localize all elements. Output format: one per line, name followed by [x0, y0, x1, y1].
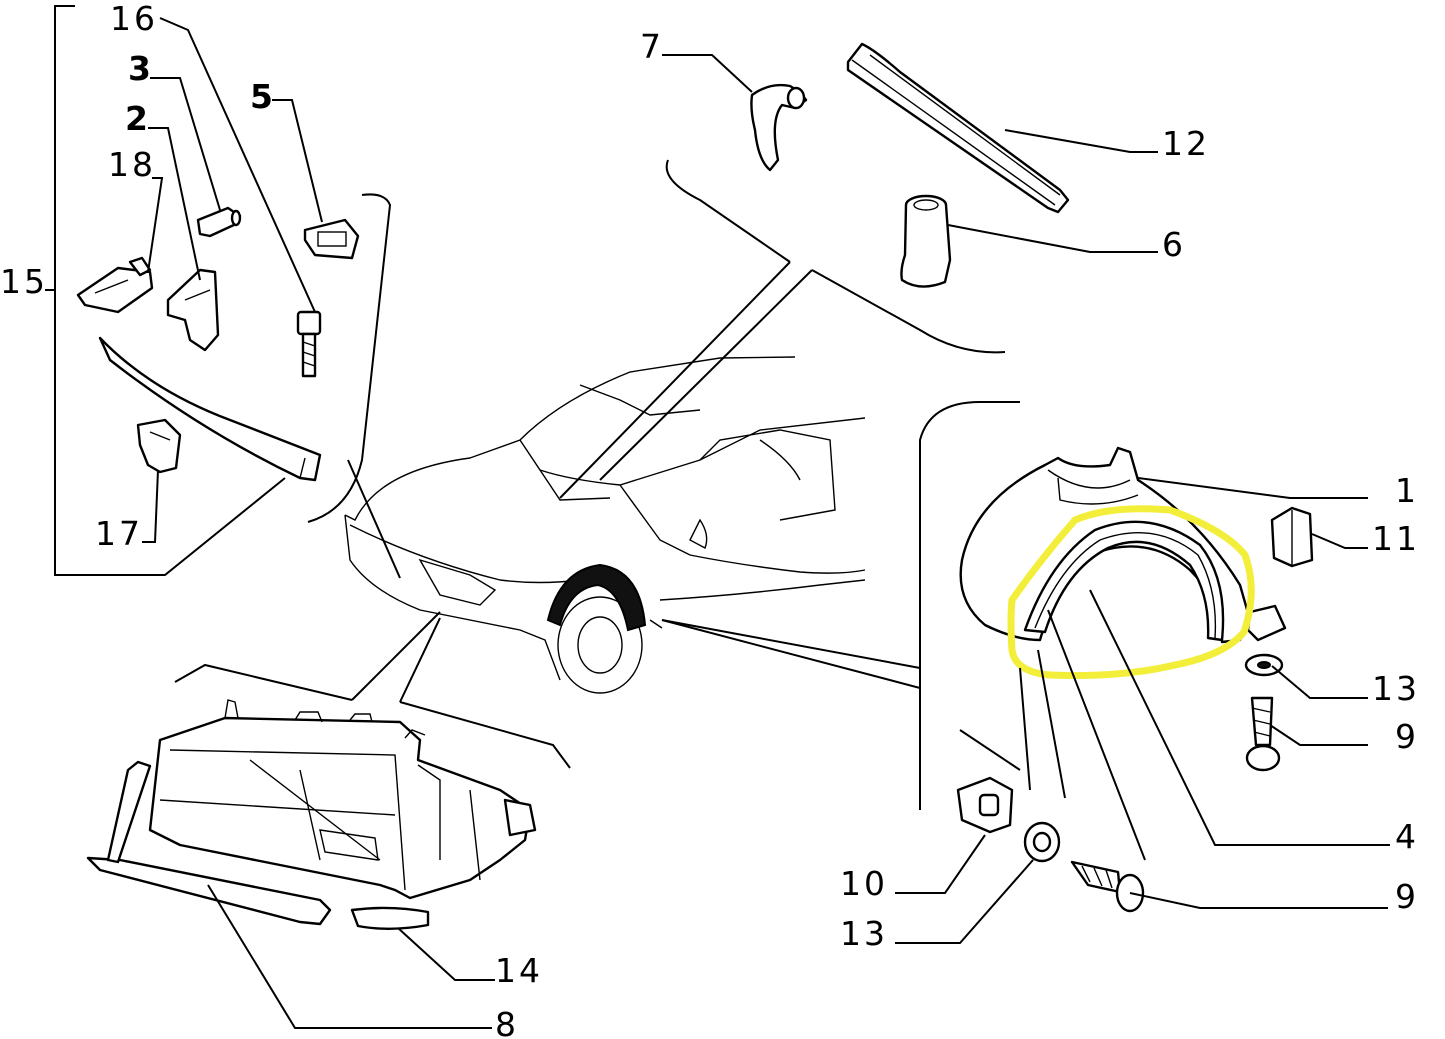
leaders-right	[895, 477, 1390, 944]
callout-14: 14	[495, 951, 543, 990]
part-11-nut	[1270, 506, 1314, 568]
callout-3: 3	[128, 49, 154, 88]
part-2-bracket	[166, 268, 220, 352]
callout-15: 15	[0, 262, 48, 301]
part-3-bolt	[196, 206, 242, 238]
callout-10: 10	[840, 864, 888, 903]
callout-9-lower: 9	[1395, 877, 1419, 916]
callout-13-right: 13	[1372, 669, 1420, 708]
callout-4: 4	[1395, 817, 1419, 856]
part-15-trim-strip	[98, 336, 322, 482]
callout-5: 5	[250, 77, 276, 116]
headlamp-group-bracket	[174, 663, 571, 769]
part-10-clip	[956, 776, 1014, 834]
part-4-arch-trim	[1023, 520, 1225, 642]
leaders-left-group	[142, 17, 392, 543]
part-14-cap	[350, 906, 430, 930]
callout-8: 8	[495, 1005, 519, 1039]
callout-11: 11	[1372, 519, 1420, 558]
highlight-outline	[1007, 505, 1255, 680]
callout-12: 12	[1162, 124, 1210, 163]
part-8-headlamp	[86, 699, 537, 926]
callout-1: 1	[1395, 471, 1419, 510]
callout-7: 7	[640, 27, 664, 66]
leaders-top	[662, 54, 1158, 253]
part-18-bracket	[76, 256, 154, 314]
leaders-headlamp	[207, 884, 495, 1029]
leaders-car	[347, 261, 921, 810]
car-outline	[344, 356, 866, 694]
callout-9-right: 9	[1395, 717, 1419, 756]
part-5-clip	[303, 218, 360, 260]
right-group-bracket	[919, 401, 1020, 810]
part-9-screw-right	[1245, 696, 1281, 772]
part-17-clip	[136, 418, 182, 474]
callout-18: 18	[108, 145, 156, 184]
callout-17: 17	[95, 514, 143, 553]
callout-16: 16	[110, 0, 158, 38]
callout-6: 6	[1162, 225, 1186, 264]
top-group-bracket	[665, 159, 1006, 354]
part-7-clip	[750, 83, 808, 172]
part-13-washer-left	[1023, 821, 1061, 863]
callout-2: 2	[125, 99, 151, 138]
part-12-seal-strip	[846, 42, 1070, 214]
part-6-grommet	[900, 194, 952, 288]
callout-13-left: 13	[840, 914, 888, 953]
part-13-washer-right	[1244, 653, 1284, 677]
group-15-bracket	[45, 5, 286, 576]
part-9-screw-left	[1070, 860, 1145, 913]
part-16-screw	[296, 310, 322, 378]
